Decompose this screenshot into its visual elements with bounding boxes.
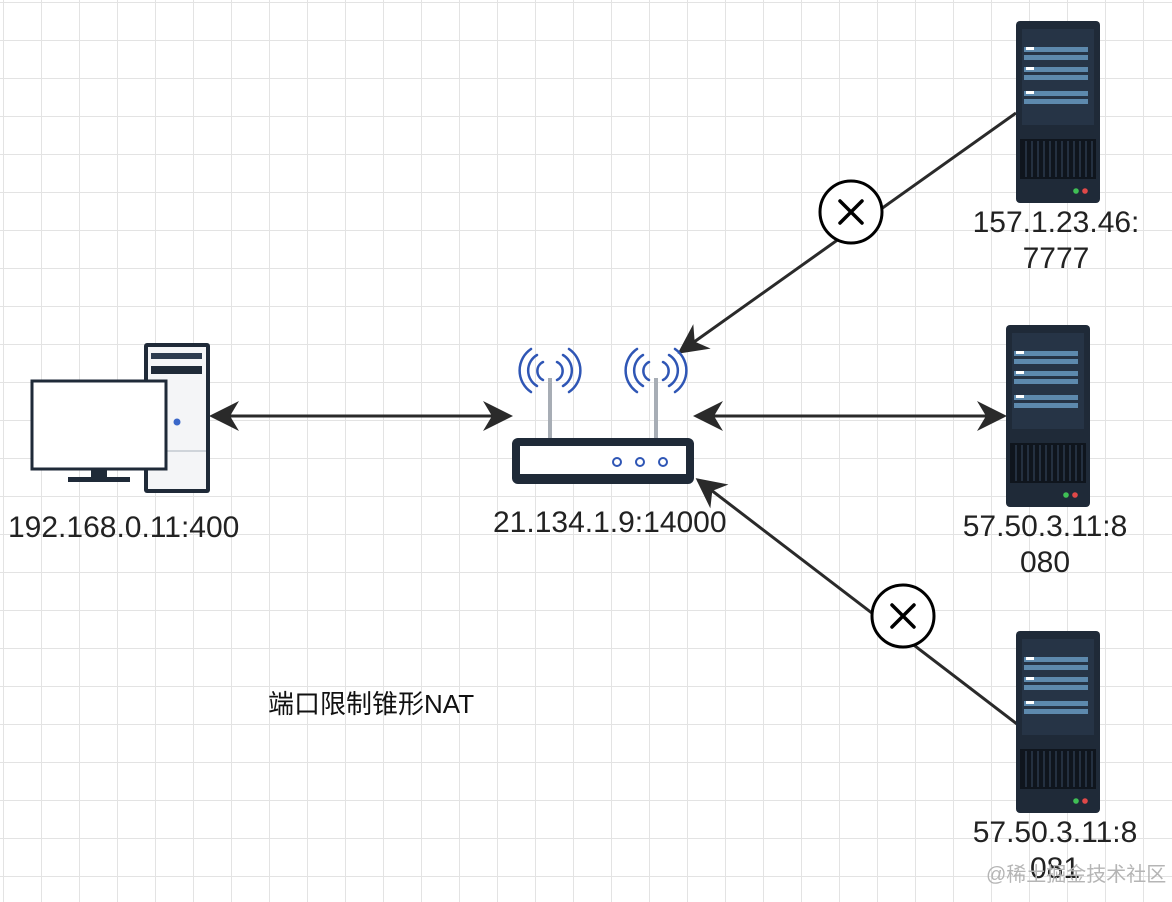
diagram-caption: 端口限制锥形NAT bbox=[268, 689, 475, 719]
blocked-icon bbox=[818, 179, 884, 245]
server-icon bbox=[1015, 630, 1101, 814]
watermark: @稀土掘金技术社区 bbox=[986, 864, 1167, 886]
client-address-label: 192.168.0.11:400 bbox=[8, 511, 240, 544]
server-a-address-label: 157.1.23.46: 7777 bbox=[972, 206, 1140, 275]
router-address-label: 21.134.1.9:14000 bbox=[493, 506, 727, 539]
server-c-address-label: 57.50.3.11:8 081 bbox=[972, 816, 1138, 885]
desktop-computer-icon bbox=[30, 343, 210, 493]
wifi-router-icon bbox=[512, 347, 694, 484]
server-b-address-label: 57.50.3.11:8 080 bbox=[962, 510, 1128, 579]
server-icon bbox=[1015, 20, 1101, 204]
blocked-icon bbox=[870, 583, 936, 649]
edge-server-c-router bbox=[695, 478, 1018, 726]
server-icon bbox=[1005, 324, 1091, 508]
